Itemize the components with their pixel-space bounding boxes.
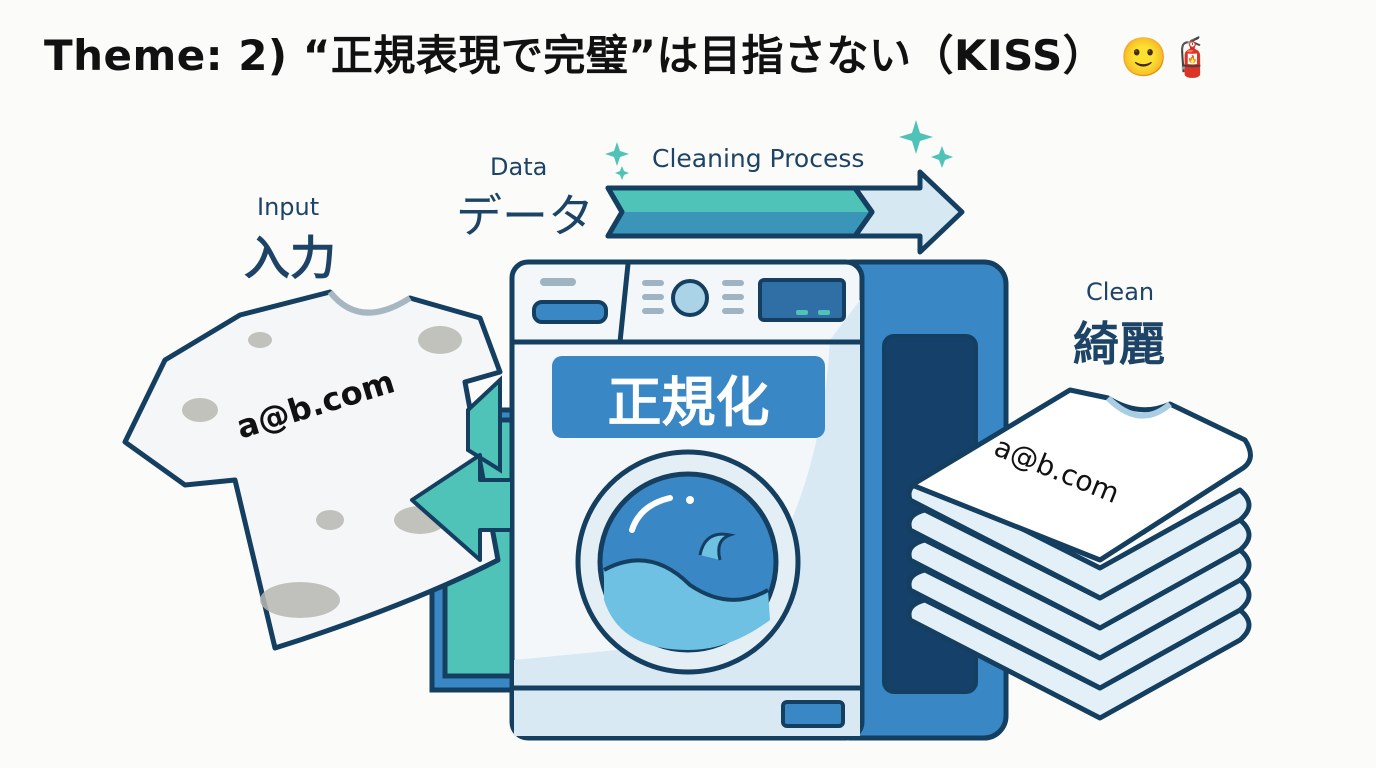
smile-emoji-icon: 🙂 <box>1120 35 1169 79</box>
sparkle-icons <box>605 120 953 180</box>
page-title: Theme: 2) “正規表現で完璧”は目指さない（KISS） 🙂🧯 <box>44 22 1216 83</box>
clean-label-en: Clean <box>1086 278 1155 306</box>
cleaning-process-label: Cleaning Process <box>652 144 865 173</box>
clean-tshirt-stack <box>906 387 1253 721</box>
input-label-en: Input <box>257 193 320 221</box>
data-label-en: Data <box>490 153 548 181</box>
dirty-tshirt <box>122 289 514 651</box>
clean-label-ja: 綺麗 <box>1073 317 1165 371</box>
cleaning-process-arrow <box>605 169 965 255</box>
input-label-ja: 入力 <box>244 231 336 285</box>
normalization-badge: 正規化 <box>607 370 770 434</box>
data-label-ja: データ <box>456 189 594 243</box>
fire-extinguisher-icon: 🧯 <box>1168 35 1217 79</box>
title-text: Theme: 2) “正規表現で完璧”は目指さない（KISS） <box>44 31 1106 80</box>
